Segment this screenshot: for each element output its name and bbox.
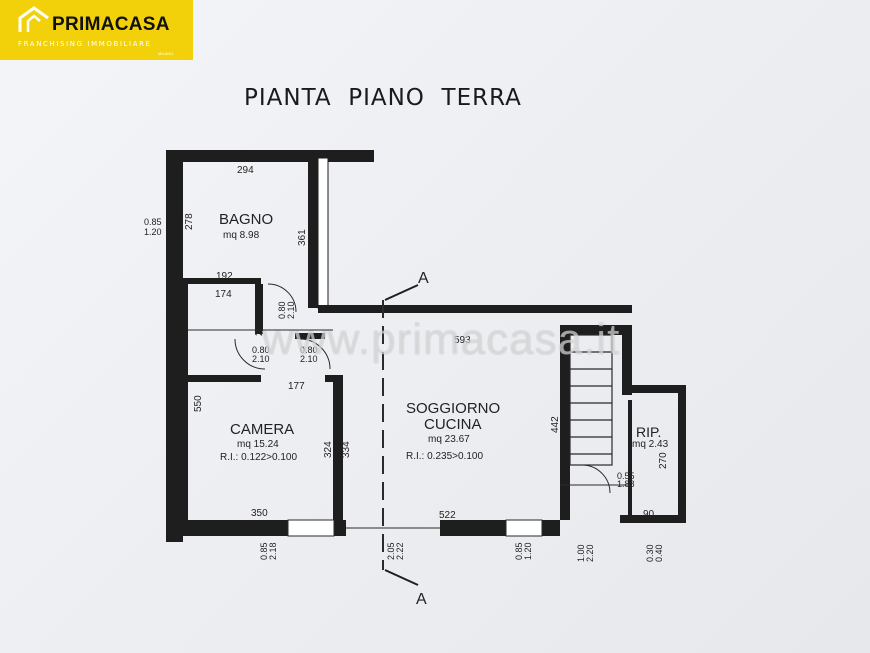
dim-174: 174 [215,289,232,300]
opening-main-door-h: 2.22 [395,542,405,560]
opening-bagno-door-w: 0.80 [277,301,287,319]
dim-442: 442 [550,416,561,433]
dim-593: 593 [454,335,471,346]
section-markers [384,284,419,586]
opening-rip-win-w: 0.30 [645,544,655,562]
room-area-bagno: mq 8.98 [223,230,260,241]
brand-tagline: FRANCHISING IMMOBILIARE [18,40,152,48]
opening-camera-door-w: 0.80 [252,345,270,355]
brand-logo[interactable]: PRIMACASA FRANCHISING IMMOBILIARE MILANO [0,0,193,60]
room-name-soggiorno: SOGGIORNO [406,400,500,417]
dim-361: 361 [297,229,308,246]
dim-350: 350 [251,508,268,519]
staircase [569,334,613,466]
opening-hall-door-w: 0.80 [300,345,318,355]
dim-177: 177 [288,381,305,392]
opening-stair-door-w: 1.00 [576,544,586,562]
dim-226: 226 [254,319,265,336]
room-ri-soggiorno: R.I.: 0.235>0.100 [406,451,483,462]
watermark-text: www.primacasa.it [262,315,621,364]
dim-334: 334 [341,441,352,458]
brand-city: MILANO [158,51,174,56]
room-name-bagno: BAGNO [219,211,273,228]
thin-lines [188,283,628,570]
dim-192: 192 [216,271,233,282]
brand-name: PRIMACASA [52,14,170,35]
section-label-top: A [418,270,429,287]
dim-294: 294 [237,165,254,176]
opening-rip-door-w: 0.55 [617,471,635,481]
dim-522: 522 [439,510,456,521]
section-label-bottom: A [416,591,427,608]
room-ri-camera: R.I.: 0.122>0.100 [220,452,297,463]
opening-hall-door-h: 2.10 [300,354,318,364]
dim-324: 324 [323,441,334,458]
room-area-camera: mq 15.24 [237,439,279,450]
opening-camera-door-h: 2.10 [252,354,270,364]
opening-camera-win-w: 0.85 [259,542,269,560]
dim-270: 270 [658,452,669,469]
opening-main-door-w: 2.05 [386,542,396,560]
dim-278: 278 [184,213,195,230]
opening-bagno-win-h: 1.20 [144,227,162,237]
opening-camera-win-h: 2.18 [268,542,278,560]
opening-rip-win-h: 0.40 [654,544,664,562]
opening-bagno-win-w: 0.85 [144,217,162,227]
opening-stair-door-h: 2.20 [585,544,595,562]
room-name-rip: RIP. [636,424,661,440]
room-name-cucina: CUCINA [424,416,482,433]
room-area-rip: mq 2.43 [632,439,669,450]
opening-bagno-door-h: 2.10 [286,301,296,319]
opening-kitchen-win-w: 0.85 [514,542,524,560]
house-logo-icon [18,6,49,32]
room-area-soggiorno: mq 23.67 [428,434,470,445]
room-name-camera: CAMERA [230,421,294,438]
opening-rip-door-h: 1.88 [617,479,635,489]
opening-kitchen-win-h: 1.20 [523,542,533,560]
plan-title: PIANTA PIANO TERRA [244,85,522,111]
dim-90: 90 [643,509,655,520]
dim-550: 550 [193,395,204,412]
